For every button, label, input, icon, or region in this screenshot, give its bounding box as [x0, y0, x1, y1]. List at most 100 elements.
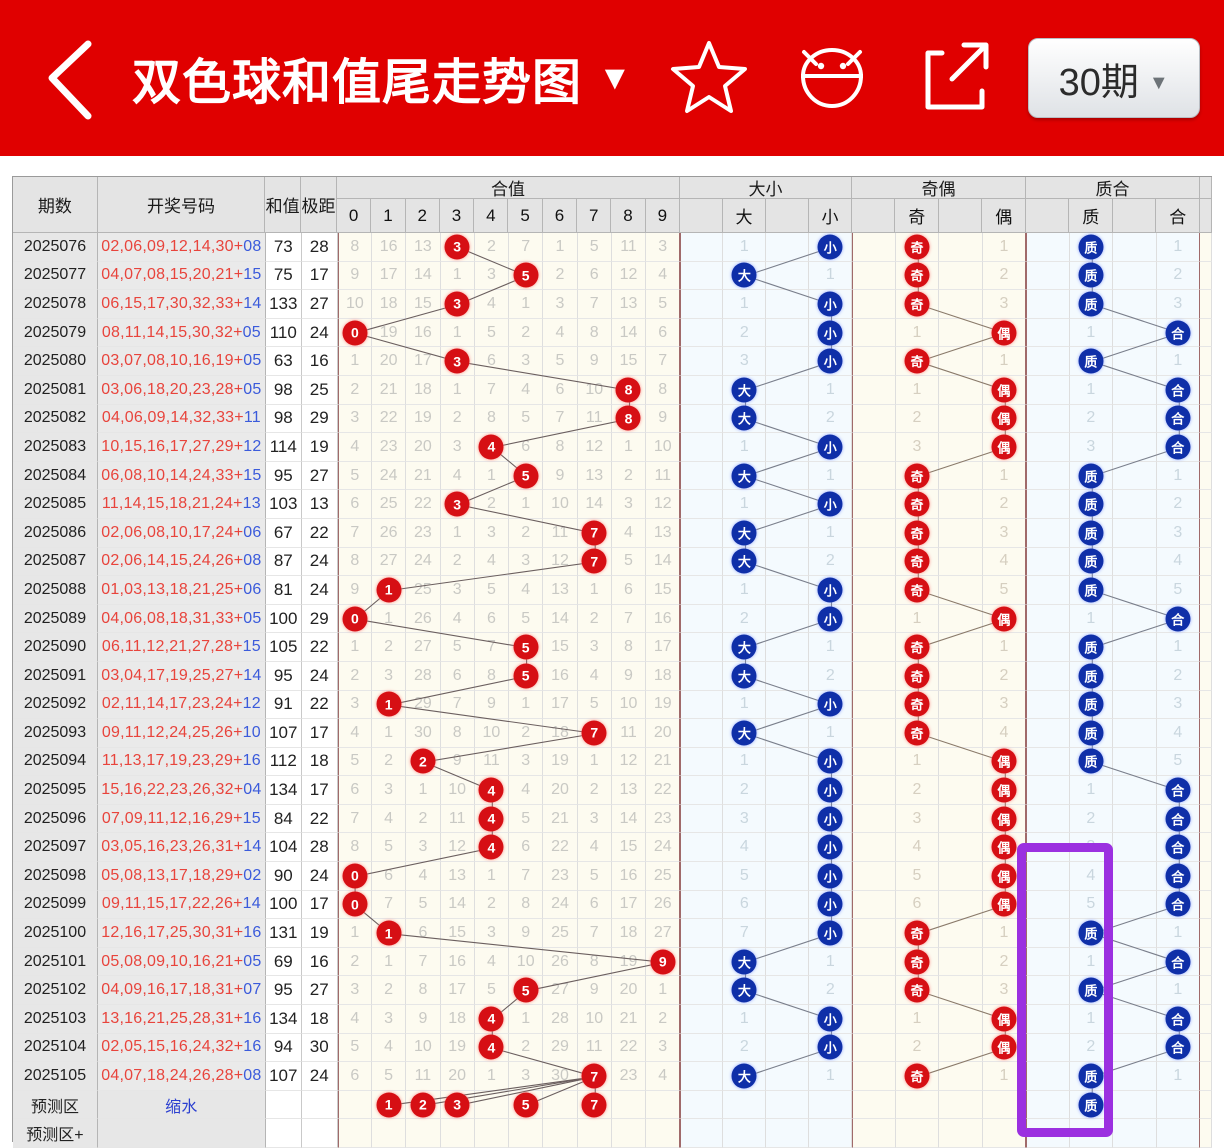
he-cell-2[interactable]: 30: [406, 719, 441, 748]
zh-hit-ball-合[interactable]: 合: [1165, 863, 1191, 889]
he-hit-ball-0[interactable]: 0: [342, 320, 368, 346]
dx-cell-2[interactable]: [766, 1005, 810, 1034]
jo-cell-1[interactable]: 奇: [895, 719, 940, 748]
he-cell-6[interactable]: 18: [543, 719, 578, 748]
dx-cell-1[interactable]: 大: [723, 1062, 767, 1091]
dx-cell-1[interactable]: 1: [723, 233, 767, 262]
he-cell-7[interactable]: 10: [577, 1005, 612, 1034]
jo-cell-3[interactable]: 2: [982, 661, 1027, 691]
he-cell-6[interactable]: 11: [543, 518, 578, 548]
he-cell-4[interactable]: 1: [474, 461, 510, 491]
zh-cell-1[interactable]: 质: [1069, 690, 1114, 720]
jo-cell-0[interactable]: [852, 433, 896, 462]
zh-cell-1[interactable]: 质: [1069, 661, 1114, 691]
dx-cell-2[interactable]: [766, 1062, 810, 1091]
he-cell-0[interactable]: 9: [337, 261, 372, 291]
he-hit-ball-3[interactable]: 3: [444, 491, 470, 517]
he-cell-5[interactable]: 3: [509, 1062, 544, 1091]
he-cell-4[interactable]: 4: [474, 833, 510, 863]
zh-hit-ball-质[interactable]: 质: [1078, 291, 1104, 317]
pred-he-cell-7[interactable]: [577, 1119, 612, 1148]
dx-cell-0[interactable]: [680, 862, 724, 891]
jo-cell-1[interactable]: 3: [895, 433, 940, 462]
jo-cell-2[interactable]: [939, 290, 983, 319]
jo-cell-2[interactable]: [939, 661, 983, 691]
pred-he-cell-6[interactable]: [543, 1119, 578, 1148]
zh-cell-0[interactable]: [1026, 547, 1070, 577]
jo-hit-ball-奇[interactable]: 奇: [904, 577, 930, 603]
he-cell-5[interactable]: 2: [509, 318, 544, 348]
he-cell-7[interactable]: 1: [577, 576, 612, 605]
zh-cell-0[interactable]: [1026, 919, 1070, 948]
he-cell-7[interactable]: 11: [577, 1033, 612, 1063]
he-cell-8[interactable]: 15: [611, 347, 647, 376]
jo-hit-ball-奇[interactable]: 奇: [904, 720, 930, 746]
dx-hit-ball-大[interactable]: 大: [731, 520, 757, 546]
jo-cell-3[interactable]: 偶: [982, 604, 1027, 634]
zh-cell-2[interactable]: [1113, 1005, 1157, 1034]
he-cell-9[interactable]: 20: [646, 719, 681, 748]
jo-cell-3[interactable]: 1: [982, 461, 1027, 491]
he-hit-ball-4[interactable]: 4: [478, 806, 504, 832]
he-cell-8[interactable]: 2: [611, 461, 647, 491]
he-cell-4[interactable]: 2: [474, 890, 510, 920]
he-hit-ball-9[interactable]: 9: [650, 949, 676, 975]
jo-cell-3[interactable]: 1: [982, 919, 1027, 948]
zh-cell-0[interactable]: [1026, 1005, 1070, 1034]
he-cell-1[interactable]: 18: [372, 290, 407, 319]
dx-cell-1[interactable]: 3: [723, 804, 767, 834]
he-cell-9[interactable]: 4: [646, 1062, 681, 1091]
jo-hit-ball-奇[interactable]: 奇: [904, 949, 930, 975]
he-cell-7[interactable]: 4: [577, 833, 612, 863]
zh-cell-0[interactable]: [1026, 976, 1070, 1006]
jo-cell-0[interactable]: [852, 776, 896, 805]
he-cell-6[interactable]: 12: [543, 547, 578, 577]
dx-hit-ball-小[interactable]: 小: [817, 348, 843, 374]
he-cell-2[interactable]: 7: [406, 947, 441, 977]
he-cell-2[interactable]: 2: [406, 747, 441, 777]
zh-cell-1[interactable]: 质: [1069, 719, 1114, 748]
prediction-shrink-link[interactable]: [97, 1119, 266, 1148]
jo-cell-1[interactable]: 2: [895, 404, 940, 434]
he-cell-2[interactable]: 2: [406, 804, 441, 834]
he-hit-ball-4[interactable]: 4: [478, 834, 504, 860]
jo-cell-1[interactable]: 1: [895, 1005, 940, 1034]
dx-cell-2[interactable]: [766, 661, 810, 691]
he-cell-4[interactable]: 2: [474, 233, 510, 262]
he-cell-2[interactable]: 14: [406, 261, 441, 291]
zh-cell-3[interactable]: 合: [1156, 804, 1201, 834]
he-cell-9[interactable]: 3: [646, 233, 681, 262]
zh-cell-0[interactable]: [1026, 719, 1070, 748]
pred-jo-cell-1[interactable]: [895, 1090, 940, 1120]
jo-hit-ball-偶[interactable]: 偶: [991, 748, 1017, 774]
he-cell-5[interactable]: 4: [509, 776, 544, 805]
he-cell-0[interactable]: 6: [337, 490, 372, 519]
he-cell-9[interactable]: 14: [646, 547, 681, 577]
jo-cell-2[interactable]: [939, 1033, 983, 1063]
he-cell-4[interactable]: 11: [474, 747, 510, 777]
pred-dx-cell-2[interactable]: [766, 1090, 810, 1120]
dx-cell-2[interactable]: [766, 461, 810, 491]
zh-hit-ball-质[interactable]: 质: [1078, 548, 1104, 574]
zh-hit-ball-质[interactable]: 质: [1078, 463, 1104, 489]
zh-cell-2[interactable]: [1113, 690, 1157, 720]
zh-cell-2[interactable]: [1113, 1062, 1157, 1091]
zh-hit-ball-合[interactable]: 合: [1165, 949, 1191, 975]
zh-cell-0[interactable]: [1026, 747, 1070, 777]
pred-zh-cell-0[interactable]: [1026, 1090, 1070, 1120]
he-cell-1[interactable]: 26: [372, 518, 407, 548]
zh-cell-0[interactable]: [1026, 604, 1070, 634]
jo-cell-3[interactable]: 1: [982, 633, 1027, 662]
jo-cell-2[interactable]: [939, 804, 983, 834]
zh-cell-1[interactable]: 质: [1069, 261, 1114, 291]
zh-cell-3[interactable]: 合: [1156, 433, 1201, 462]
dx-cell-3[interactable]: 2: [809, 976, 853, 1006]
dx-cell-2[interactable]: [766, 576, 810, 605]
he-cell-9[interactable]: 23: [646, 804, 681, 834]
